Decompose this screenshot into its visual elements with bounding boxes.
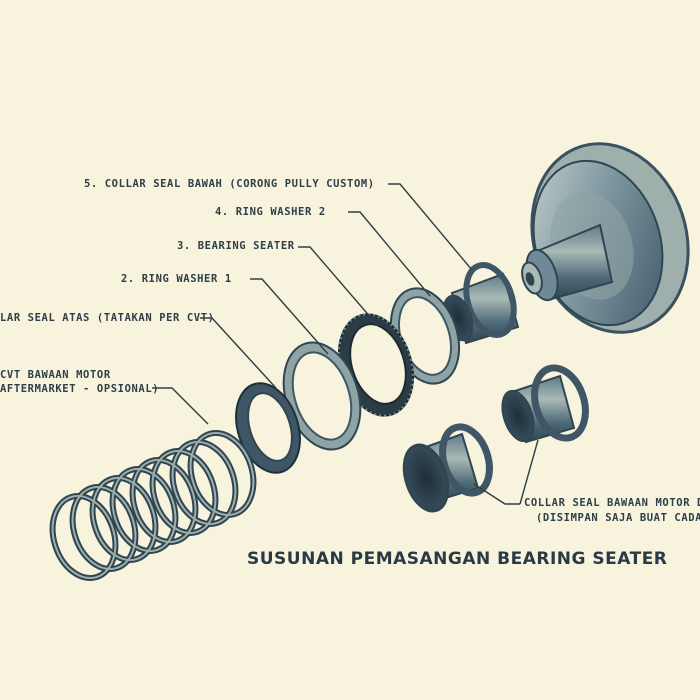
ring-washer-1	[282, 341, 362, 451]
label-part-5: 5. COLLAR SEAL BAWAH (CORONG PULLY CUSTO…	[84, 178, 375, 190]
collar-seal-atas	[235, 382, 301, 474]
stock-collar-lower	[402, 423, 493, 513]
label-spring-line-1: CVT BAWAAN MOTOR	[0, 369, 111, 381]
pulley-assembly	[521, 142, 690, 334]
cvt-spring	[49, 429, 257, 582]
leader-lines	[152, 183, 539, 505]
label-part-3: 3. BEARING SEATER	[177, 240, 295, 252]
collar-seal-bawah	[442, 262, 520, 345]
label-stock-collar-line-2: (DISIMPAN SAJA BUAT CADANG	[536, 512, 700, 524]
label-part-1: LAR SEAL ATAS (TATAKAN PER CVT)	[0, 312, 215, 324]
label-spring-line-2: AFTERMARKET - OPSIONAL)	[0, 383, 160, 395]
label-part-4: 4. RING WASHER 2	[215, 206, 326, 218]
diagram-title: SUSUNAN PEMASANGAN BEARING SEATER	[247, 549, 668, 569]
label-stock-collar-line-1: COLLAR SEAL BAWAAN MOTOR DIL	[524, 497, 700, 509]
stock-collar-upper	[501, 364, 589, 444]
label-part-2: 2. RING WASHER 1	[121, 273, 232, 285]
